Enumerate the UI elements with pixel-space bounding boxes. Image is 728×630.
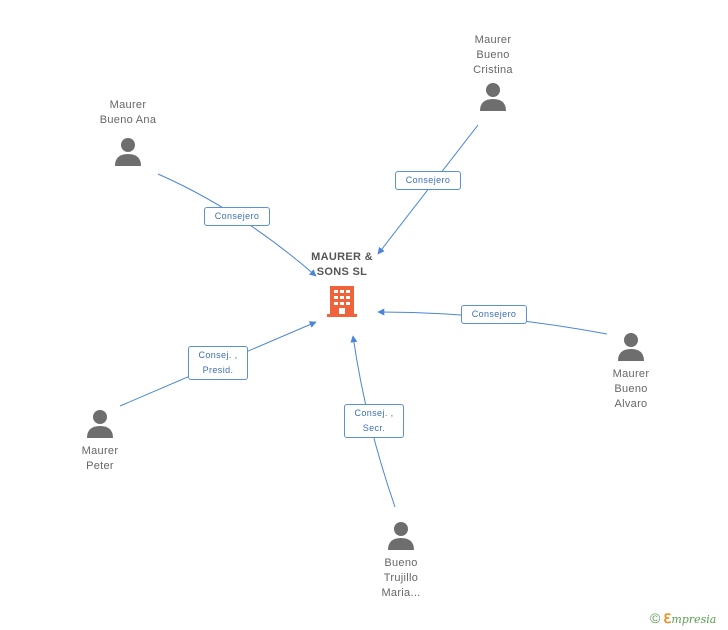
person-name[interactable]: Maurer Bueno Alvaro (612, 368, 650, 410)
person-node-alvaro[interactable]: Maurer Bueno Alvaro (586, 331, 676, 412)
empresia-brand: ©ℇmpresia (650, 610, 716, 627)
copyright-icon: © (650, 610, 661, 626)
relation-label-alvaro[interactable]: Consejero (461, 305, 527, 324)
person-node-ana[interactable]: Maurer Bueno Ana (83, 98, 173, 166)
person-name[interactable]: Maurer Bueno Ana (99, 99, 157, 126)
relation-label-ana[interactable]: Consejero (204, 207, 270, 226)
brand-e-logo: ℇ (663, 611, 672, 626)
person-node-cristina[interactable]: Maurer Bueno Cristina (448, 33, 538, 111)
person-node-peter[interactable]: Maurer Peter (55, 408, 145, 474)
relation-label-peter[interactable]: Consej. , Presid. (188, 346, 248, 380)
person-node-trujillo[interactable]: Bueno Trujillo Maria... (356, 520, 446, 601)
person-name[interactable]: Maurer Peter (81, 445, 119, 472)
company-node[interactable]: MAURER & SONS SL (302, 250, 382, 318)
person-name[interactable]: Bueno Trujillo Maria... (381, 557, 421, 599)
brand-name: mpresia (671, 613, 717, 626)
relation-label-trujillo[interactable]: Consej. , Secr. (344, 404, 404, 438)
person-name[interactable]: Maurer Bueno Cristina (473, 34, 513, 76)
person-icon (388, 522, 414, 550)
relation-label-cristina[interactable]: Consejero (395, 171, 461, 190)
company-name[interactable]: MAURER & SONS SL (311, 251, 373, 278)
person-icon (87, 410, 113, 438)
building-icon (327, 286, 357, 317)
person-icon (115, 138, 141, 166)
person-icon (618, 333, 644, 361)
person-icon (480, 83, 506, 111)
